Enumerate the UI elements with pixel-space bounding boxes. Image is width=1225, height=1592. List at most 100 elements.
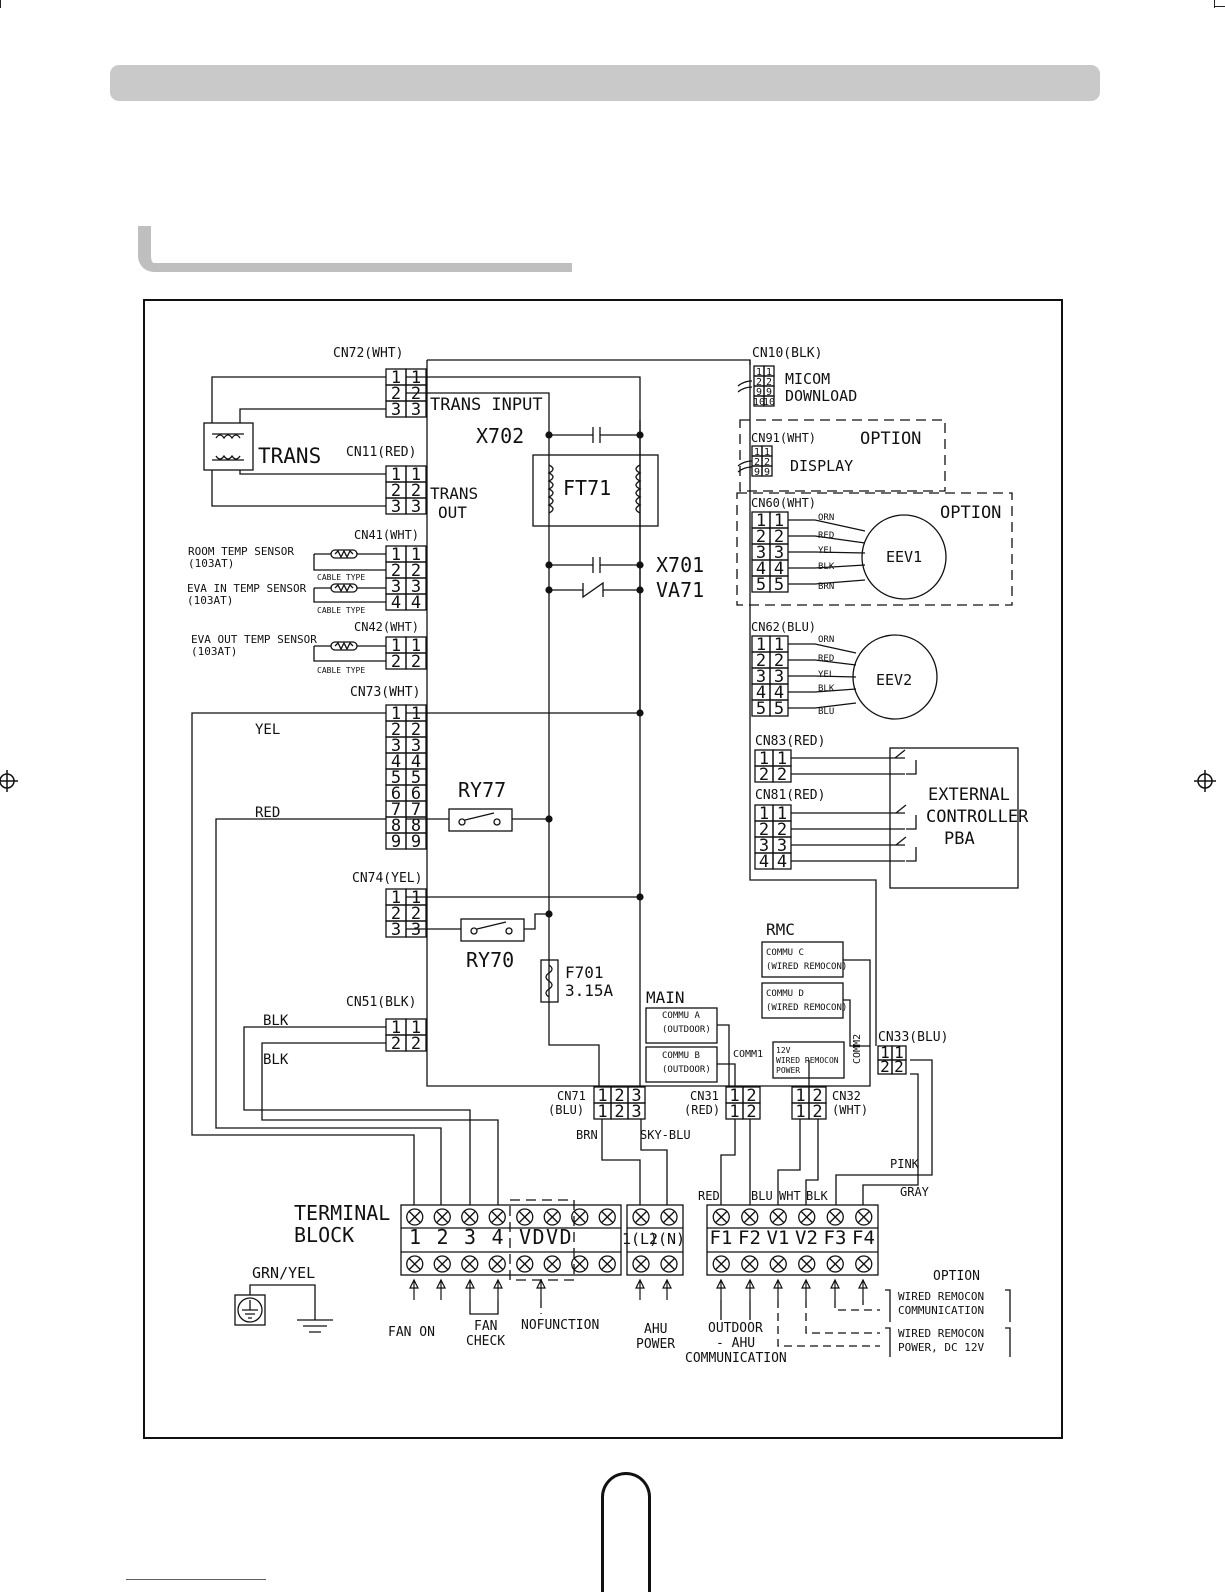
- cn41-pin-number: 3: [411, 577, 421, 597]
- cn72-pin-number: 1: [391, 368, 401, 388]
- cn31-pin-number: 2: [746, 1086, 756, 1106]
- ground-icon: [242, 1300, 258, 1319]
- cn71-pin-number: 2: [614, 1086, 624, 1106]
- wire-red-b: RED: [698, 1189, 720, 1203]
- yel-wire: [191, 712, 415, 1205]
- trans-coil-bottom: [215, 454, 241, 460]
- blk-b-wire: [805, 1119, 819, 1205]
- cn73-pin-number: 6: [411, 784, 421, 804]
- terminal-number: D: [532, 1225, 544, 1249]
- cn10-pin-cell: [763, 395, 775, 407]
- cn11-pin-number: 2: [411, 481, 421, 501]
- cn10-label: CN10(BLK): [752, 346, 822, 361]
- cn51-pin-number: 2: [411, 1034, 421, 1054]
- cn81-pin-number: 3: [759, 836, 769, 856]
- terminal-block-1-terminal-screw: [488, 1208, 506, 1226]
- cn60-pin-number: 1: [774, 511, 784, 531]
- cn60-pin-number: 4: [774, 559, 784, 579]
- terminal-block-3-terminal-screw: [769, 1208, 787, 1226]
- cn83-pin-cell: [772, 765, 792, 783]
- cn73-pin-number: 5: [391, 768, 401, 788]
- sensor-room-type: (103AT): [188, 557, 234, 570]
- terminal-block-3-terminal-screw: [826, 1208, 844, 1226]
- sensor-room-name: ROOM TEMP SENSOR: [188, 545, 294, 558]
- eev1-wire-brn: BRN: [818, 582, 834, 592]
- terminal-arrow: [716, 1279, 726, 1301]
- terminal-number: F4: [852, 1227, 875, 1249]
- cn73-pin-number: 8: [391, 816, 401, 836]
- terminal-arrow: [536, 1279, 546, 1301]
- terminal-number: V: [546, 1225, 558, 1249]
- cn41-label: CN41(WHT): [354, 528, 419, 542]
- terminal-block-2-terminal-screw: [660, 1208, 678, 1226]
- eev2-wire-blk: BLK: [818, 684, 835, 694]
- terminal-block-1-terminal-screw: [516, 1208, 534, 1226]
- cn60-pin-number: 2: [774, 527, 784, 547]
- terminal-number: F2: [738, 1227, 761, 1249]
- cn81-pin-number: 3: [777, 836, 787, 856]
- cn91-pin-number: 2: [754, 457, 760, 468]
- cn73-pin-number: 6: [391, 784, 401, 804]
- terminal-block-3-terminal-screw: [798, 1255, 816, 1273]
- display-wire: [737, 466, 753, 473]
- wired-comm-label-2: COMMUNICATION: [898, 1304, 984, 1317]
- cn74-pin-number: 1: [411, 888, 421, 908]
- cn60-pin-number: 4: [756, 559, 766, 579]
- cn32-pin-number: 1: [795, 1086, 805, 1106]
- micom-label-1: MICOM: [785, 370, 830, 388]
- cn10-pin-number: 10: [763, 397, 775, 408]
- power-12v-box: [772, 1041, 845, 1079]
- ext-ctrl-label-1: EXTERNAL: [928, 785, 1010, 805]
- terminal-block-1-terminal-screw: [433, 1255, 451, 1273]
- power12v-3: POWER: [776, 1066, 800, 1075]
- cn51-pin-cell: [405, 1034, 427, 1052]
- wire-pink: PINK: [890, 1157, 920, 1171]
- diagram-frame: [143, 299, 1063, 1439]
- ahu-power-label-2: POWER: [636, 1337, 675, 1352]
- terminal-number: 3: [464, 1225, 476, 1249]
- cn41-pin-number: 1: [411, 545, 421, 565]
- cn73-pin-number: 3: [411, 736, 421, 756]
- cn72-pin-cell: [405, 400, 427, 418]
- cable-type-label-1: CABLE TYPE: [317, 573, 365, 582]
- terminal-arrow: [858, 1279, 868, 1301]
- cn71-sub: (BLU): [548, 1103, 584, 1117]
- terminal-arrow: [830, 1279, 840, 1301]
- cn73-pin-cell: [405, 832, 427, 850]
- terminal-block-3-dividers: [707, 1227, 878, 1253]
- ry70-label: RY70: [466, 948, 514, 972]
- sensor-eva-in-name: EVA IN TEMP SENSOR: [187, 582, 307, 595]
- cn62-pin-number: 3: [774, 667, 784, 687]
- cn41-pin-number: 2: [411, 561, 421, 581]
- junction-dot: [545, 561, 553, 569]
- ft71-label: FT71: [563, 476, 611, 500]
- terminal-arrow: [745, 1279, 755, 1301]
- junction-dot: [636, 431, 644, 439]
- option-label-2: OPTION: [940, 503, 1001, 523]
- crop-mark: [1214, 0, 1215, 8]
- cn10-pin-number: 2: [756, 377, 762, 388]
- main-label: MAIN: [646, 988, 685, 1007]
- cn73-pin-number: 7: [391, 800, 401, 820]
- ground-wire: [249, 1284, 316, 1320]
- section-tab: [138, 226, 572, 272]
- terminal-number: V: [519, 1225, 531, 1249]
- eev2-wire: [788, 659, 857, 666]
- eev2-wire-orn: ORN: [818, 635, 834, 645]
- option-bracket: [885, 1327, 1011, 1357]
- cn83-switch: [894, 749, 917, 775]
- cn10-pin-number: 1: [756, 367, 762, 378]
- cn83-pin-number: 1: [777, 749, 787, 769]
- wired-power-dash: [777, 1300, 880, 1347]
- option-label-1: OPTION: [860, 429, 921, 449]
- cn31-pin-number: 1: [729, 1086, 739, 1106]
- commu-b-box: [645, 1046, 718, 1083]
- cn71-pin-number: 1: [597, 1086, 607, 1106]
- wire-blk-2: BLK: [263, 1052, 289, 1068]
- commu-b-2: (OUTDOOR): [662, 1065, 711, 1075]
- terminal-block-label-1: TERMINAL: [294, 1201, 390, 1225]
- cn74-pin-cell: [405, 920, 427, 938]
- fan-check-label-1: FAN: [474, 1319, 497, 1334]
- terminal-block-3-terminal-screw: [769, 1255, 787, 1273]
- f701-element: [545, 964, 553, 998]
